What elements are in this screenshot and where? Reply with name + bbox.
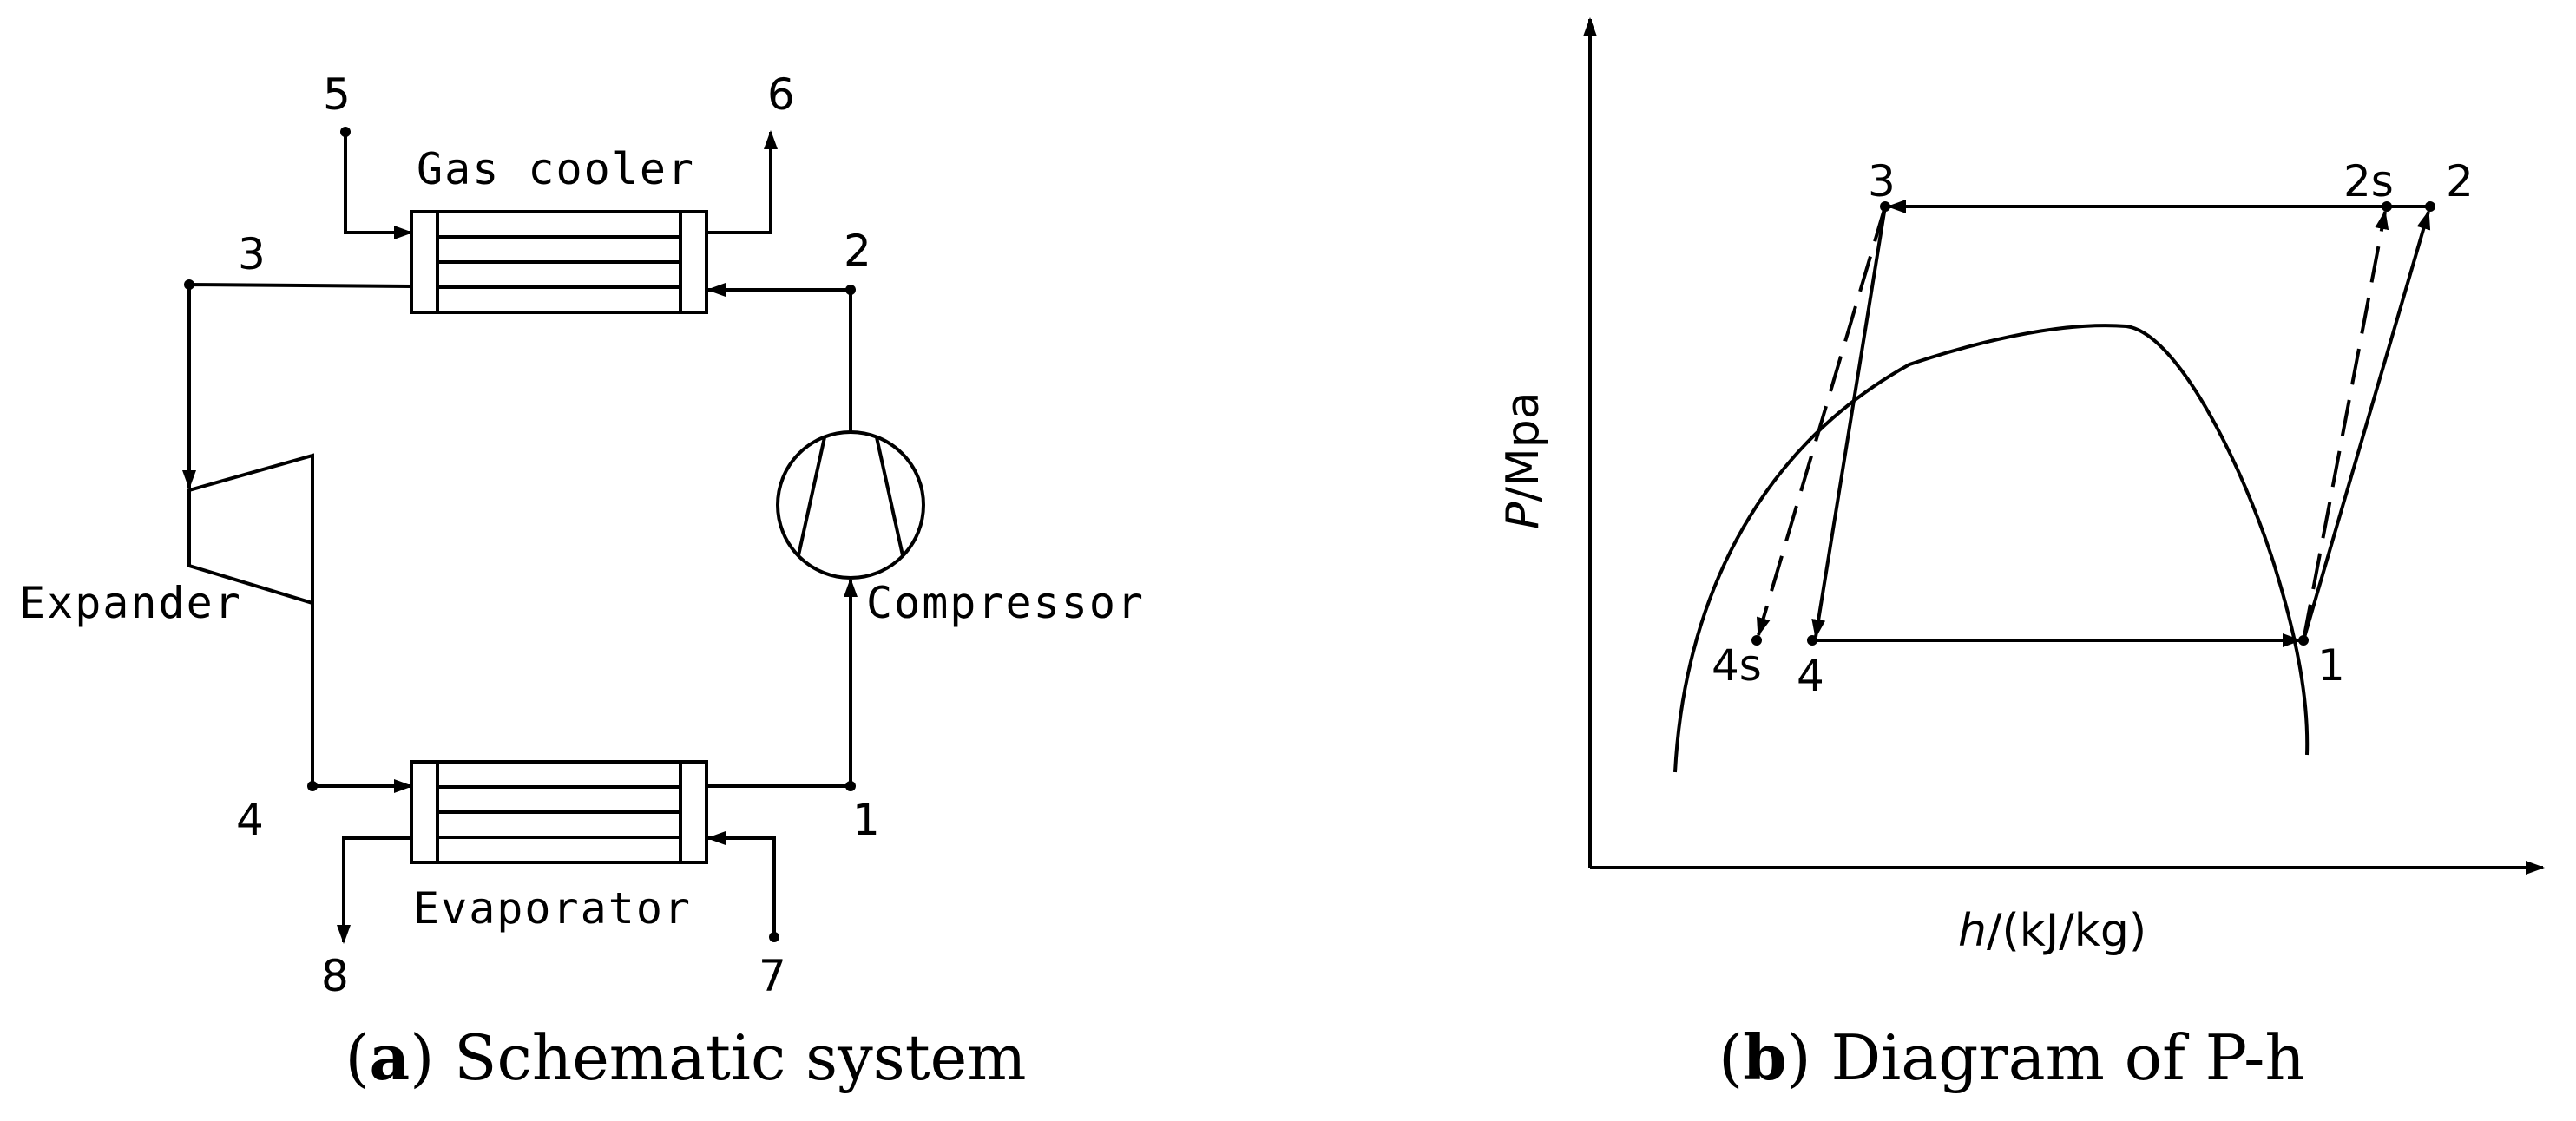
flow-line-4 <box>311 603 413 793</box>
compressor <box>776 430 925 580</box>
evaporator-label: Evaporator <box>413 883 692 934</box>
ph-point-4s-dot <box>1751 635 1762 646</box>
flow-line-1 <box>706 578 858 788</box>
state-label-5: 5 <box>323 69 351 120</box>
ph-label-4: 4 <box>1797 651 1824 701</box>
y-axis-label: P/Mpa <box>1497 391 1549 529</box>
flow-line-3 <box>182 282 412 489</box>
flow-line-8 <box>337 836 411 944</box>
state-label-6: 6 <box>767 69 795 120</box>
gas-cooler <box>410 210 708 314</box>
caption-b: (b) Diagram of P-h <box>1718 1020 2305 1094</box>
saturation-dome <box>1673 324 2310 773</box>
state-label-4: 4 <box>236 795 264 845</box>
state-label-1: 1 <box>852 795 880 845</box>
expander-label: Expander <box>19 578 242 628</box>
caption-b-text: Diagram of P-h <box>1831 1021 2305 1094</box>
schematic-panel: Gas cooler Evaporator Expander Compresso… <box>19 69 1145 1094</box>
ph-label-2: 2 <box>2446 156 2474 206</box>
flow-line-6 <box>706 130 778 234</box>
state-label-7: 7 <box>759 951 786 1001</box>
x-axis-label: h/(kJ/kg) <box>1958 905 2146 957</box>
flow-line-2 <box>706 283 852 432</box>
process-1-2s <box>2302 210 2389 641</box>
caption-b-letter: b <box>1743 1020 1786 1094</box>
flow-line-7 <box>706 831 776 937</box>
compressor-label: Compressor <box>866 578 1145 628</box>
state-label-2: 2 <box>844 226 871 276</box>
flow-line-5 <box>344 132 413 239</box>
ph-label-2s: 2s <box>2343 156 2394 206</box>
gas-cooler-label: Gas cooler <box>417 144 695 194</box>
caption-a-text: Schematic system <box>454 1021 1026 1094</box>
process-1-2 <box>2302 210 2431 641</box>
state-label-3: 3 <box>238 229 266 279</box>
evaporator <box>410 760 708 864</box>
caption-a: (a) Schematic system <box>345 1020 1026 1094</box>
ph-label-4s: 4s <box>1712 640 1762 691</box>
ph-diagram-panel: P/Mpa h/(kJ/kg) 1 2 2s 3 4 4s (b) Diagra… <box>1497 17 2545 1094</box>
caption-a-letter: a <box>370 1020 411 1094</box>
process-3-4 <box>1811 206 1887 639</box>
process-3-4s <box>1756 206 1887 637</box>
ph-label-1: 1 <box>2317 640 2345 691</box>
state-label-8: 8 <box>321 951 349 1001</box>
ph-label-3: 3 <box>1868 156 1896 206</box>
